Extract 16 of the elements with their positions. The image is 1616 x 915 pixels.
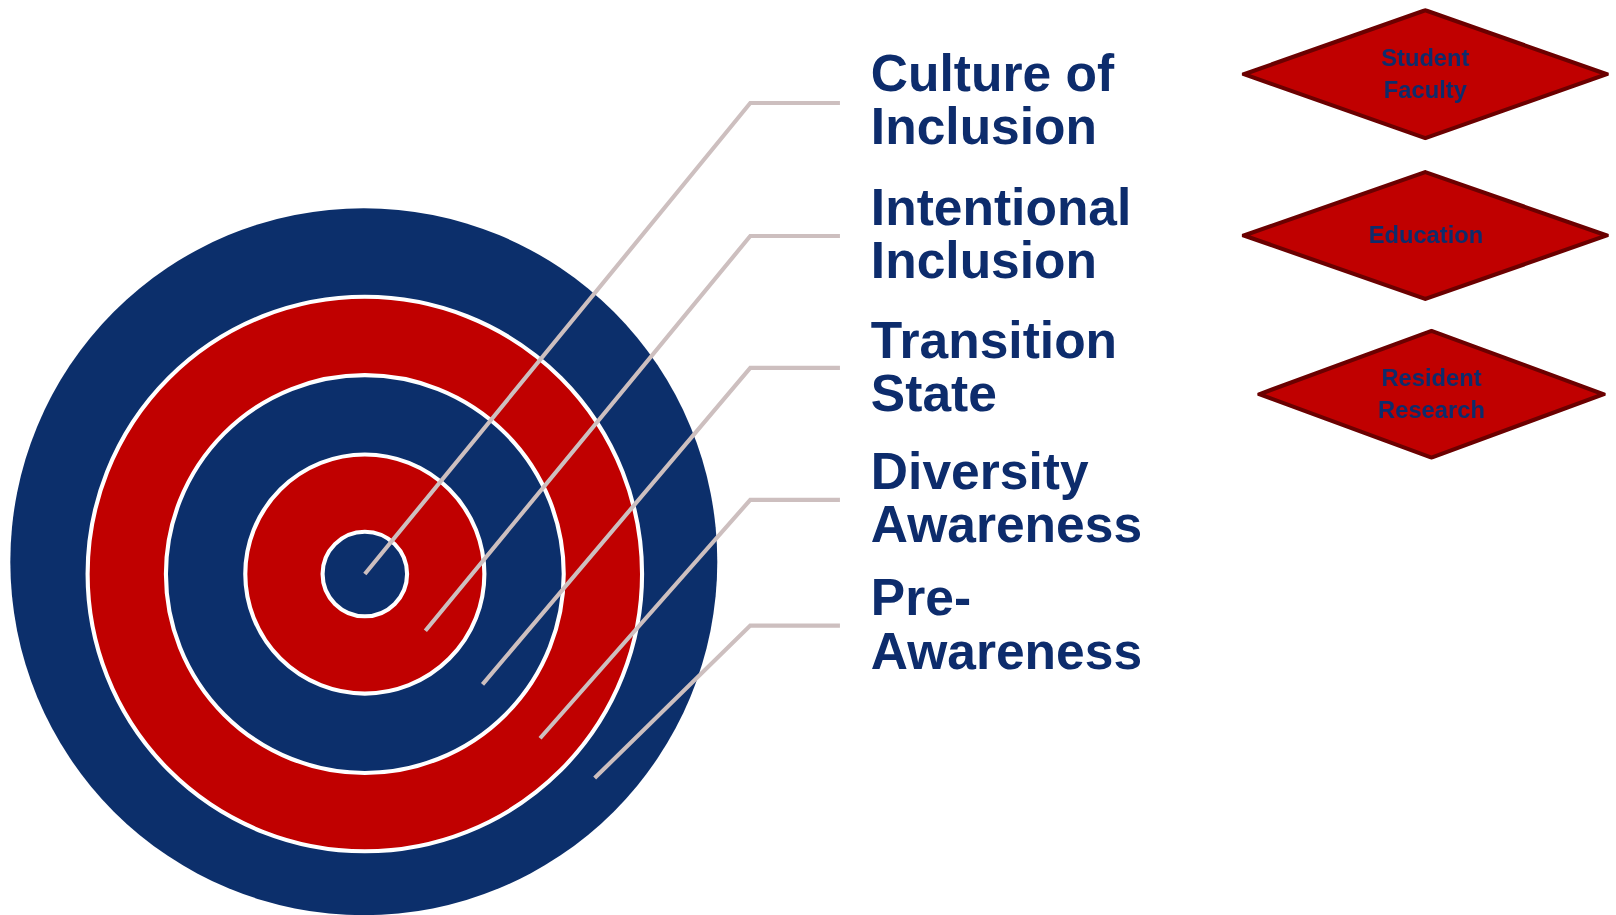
stage-label: Culture of Inclusion xyxy=(870,46,1181,154)
stage-label: Pre-Awareness xyxy=(870,570,1181,679)
leader-line xyxy=(593,623,840,780)
category-diamond xyxy=(1257,328,1606,460)
category-diamond xyxy=(1241,170,1609,301)
stage-label: Transition State xyxy=(870,313,1181,421)
leader-line xyxy=(480,365,840,686)
leader-line xyxy=(423,233,840,633)
diamond-text: Resident Research xyxy=(1377,363,1486,426)
leader-line xyxy=(538,497,840,740)
category-diamond xyxy=(1241,8,1609,141)
diamond-text: Education xyxy=(1368,220,1482,251)
stage-label: Intentional Inclusion xyxy=(870,180,1181,288)
stage-label: Diversity Awareness xyxy=(870,444,1181,552)
leader-line xyxy=(363,101,840,576)
diamond-text: Student Faculty xyxy=(1380,43,1471,106)
